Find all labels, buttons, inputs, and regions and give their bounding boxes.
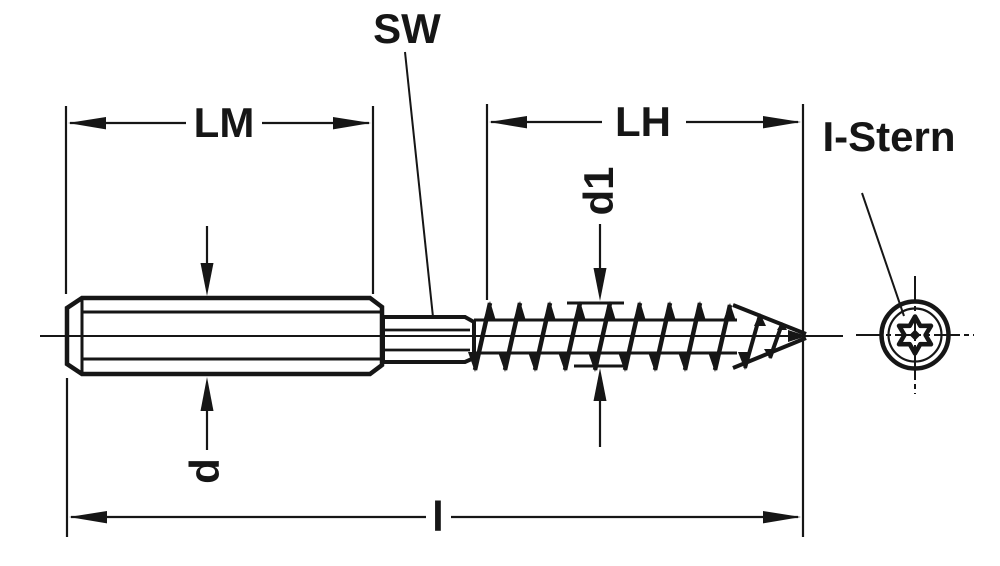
- torx-center-mark: [909, 329, 921, 341]
- thread-tooth: [777, 322, 787, 330]
- wood-thread-teeth-top: [483, 301, 787, 330]
- arrowhead-down: [593, 268, 607, 301]
- dimension-label-d1: d1: [575, 166, 622, 215]
- thread-tooth: [754, 313, 766, 326]
- thread-tooth: [513, 301, 526, 321]
- callout-i-stern: I-Stern: [822, 113, 956, 317]
- thread-tooth: [678, 352, 691, 372]
- leader-line: [404, 51, 434, 318]
- arrowhead-right: [763, 116, 801, 129]
- thread-tooth: [693, 301, 706, 321]
- thread-tooth: [483, 301, 496, 321]
- dimension-lh: LH: [485, 98, 805, 537]
- thread-tooth: [558, 352, 571, 372]
- dimension-l: l: [65, 378, 801, 540]
- thread-tooth: [618, 352, 631, 372]
- torx-end-view: [856, 276, 974, 394]
- wood-thread-teeth-bottom: [468, 349, 776, 372]
- arrowhead-left: [489, 116, 527, 129]
- thread-tooth: [588, 352, 601, 372]
- screw-tip-point: [788, 330, 807, 342]
- thread-tooth: [708, 352, 721, 372]
- callout-label-sw: SW: [373, 5, 441, 52]
- thread-tooth: [603, 301, 616, 321]
- thread-tooth: [543, 301, 556, 321]
- thread-tooth: [738, 352, 751, 370]
- thread-tooth: [663, 301, 676, 321]
- dimension-d: d: [181, 226, 228, 484]
- hex-drive-section-outline: [381, 315, 476, 364]
- screw-side-view: [40, 295, 843, 377]
- dimension-label-lh: LH: [615, 98, 671, 145]
- arrowhead-left: [68, 117, 106, 130]
- thread-tooth: [633, 301, 646, 321]
- screw-tip-cone-top: [732, 303, 807, 336]
- arrowhead-down: [200, 263, 214, 296]
- callout-sw: SW: [373, 5, 441, 318]
- thread-tooth: [573, 301, 586, 321]
- thread-tooth: [723, 303, 736, 321]
- arrowhead-right: [333, 117, 371, 130]
- callout-label-i-stern: I-Stern: [822, 113, 955, 160]
- arrowhead-right: [763, 511, 801, 524]
- thread-tooth: [498, 352, 511, 372]
- dimension-label-d: d: [181, 458, 228, 484]
- arrowhead-left: [69, 511, 107, 524]
- dimension-lm: LM: [64, 99, 375, 294]
- thread-tooth: [648, 352, 661, 372]
- thread-tooth: [468, 352, 481, 372]
- dimension-label-l: l: [432, 493, 444, 540]
- thread-tooth: [764, 349, 776, 359]
- arrowhead-up: [593, 368, 607, 401]
- dimension-d1: d1: [567, 166, 624, 447]
- leader-line: [861, 192, 905, 317]
- arrowhead-up: [200, 377, 214, 411]
- thread-tooth: [528, 352, 541, 372]
- dimension-label-lm: LM: [194, 99, 255, 146]
